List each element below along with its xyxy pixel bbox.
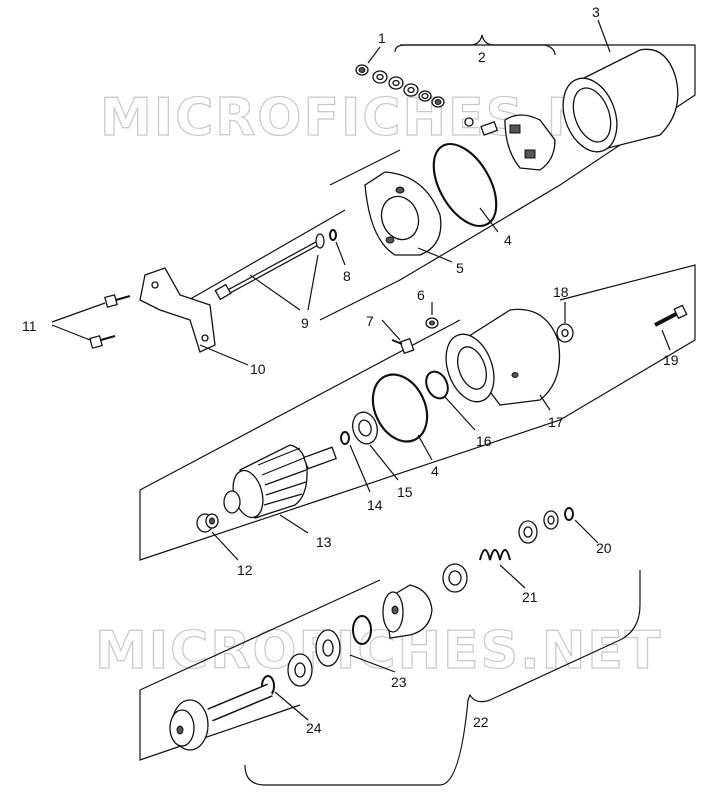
callout-1: 1 [378,30,386,46]
callout-20: 20 [596,540,612,556]
brace-item-2 [394,34,556,56]
assembly-outline-lower [139,579,381,761]
callout-11: 11 [22,318,37,334]
part-17-front-housing [445,308,561,406]
callout-6: 6 [417,287,425,303]
callout-2: 2 [478,49,486,65]
part-9-through-bolt [214,233,325,301]
part-23-washer-ring [315,615,372,667]
callout-16: 16 [476,433,492,449]
part-4-o-ring-upper [432,142,498,228]
callout-9: 9 [301,315,309,331]
callout-23: 23 [391,674,407,690]
callout-22: 22 [473,714,489,730]
part-18-washer [556,323,574,343]
callout-12: 12 [237,562,253,578]
callout-15: 15 [397,484,413,500]
part-13-armature [223,444,337,519]
callout-7: 7 [366,313,374,329]
callout-labels: 1 2 3 4 5 6 7 8 9 10 11 12 13 14 15 16 4… [22,4,679,736]
part-16-o-ring [425,370,449,400]
callout-4-lower: 4 [431,463,439,479]
part-10-bracket [139,267,216,353]
part-15-bearing [352,411,378,445]
callout-13: 13 [316,534,332,550]
watermark-bottom: MICROFICHES.NET [95,621,662,681]
callout-3: 3 [592,4,600,20]
part-3-yoke-housing [562,48,679,153]
callout-18: 18 [553,284,569,300]
part-20-snap-ring [564,507,574,521]
part-2-brush-holder [464,114,556,171]
leader-lines [51,19,671,721]
callout-24: 24 [306,720,322,736]
part-1-nut-washers [355,64,445,108]
part-8-small-o-ring [329,229,337,241]
callout-19: 19 [663,352,679,368]
part-21-clutch-parts [442,510,559,593]
part-clutch-gear [382,584,433,639]
callout-21: 21 [522,589,538,605]
callout-5: 5 [456,260,464,276]
part-19-bolt [654,304,688,327]
callout-14: 14 [367,497,383,513]
assembly-outline-middle [139,264,696,561]
part-5-rear-cover [364,171,442,256]
callout-8: 8 [343,268,351,284]
part-12-bushing [196,513,219,533]
part-11-bolts [89,294,131,349]
brace-item-22 [244,570,641,786]
part-14-snap-ring [340,431,350,445]
part-7-bolt [391,337,415,355]
callout-10: 10 [250,361,266,377]
part-6-nut [425,317,439,329]
part-24-washer-ring [261,653,313,697]
callout-17: 17 [548,414,564,430]
callout-4-upper: 4 [504,232,512,248]
part-4-o-ring-lower [371,373,429,443]
part-pinion-shaft-gear [169,683,273,751]
